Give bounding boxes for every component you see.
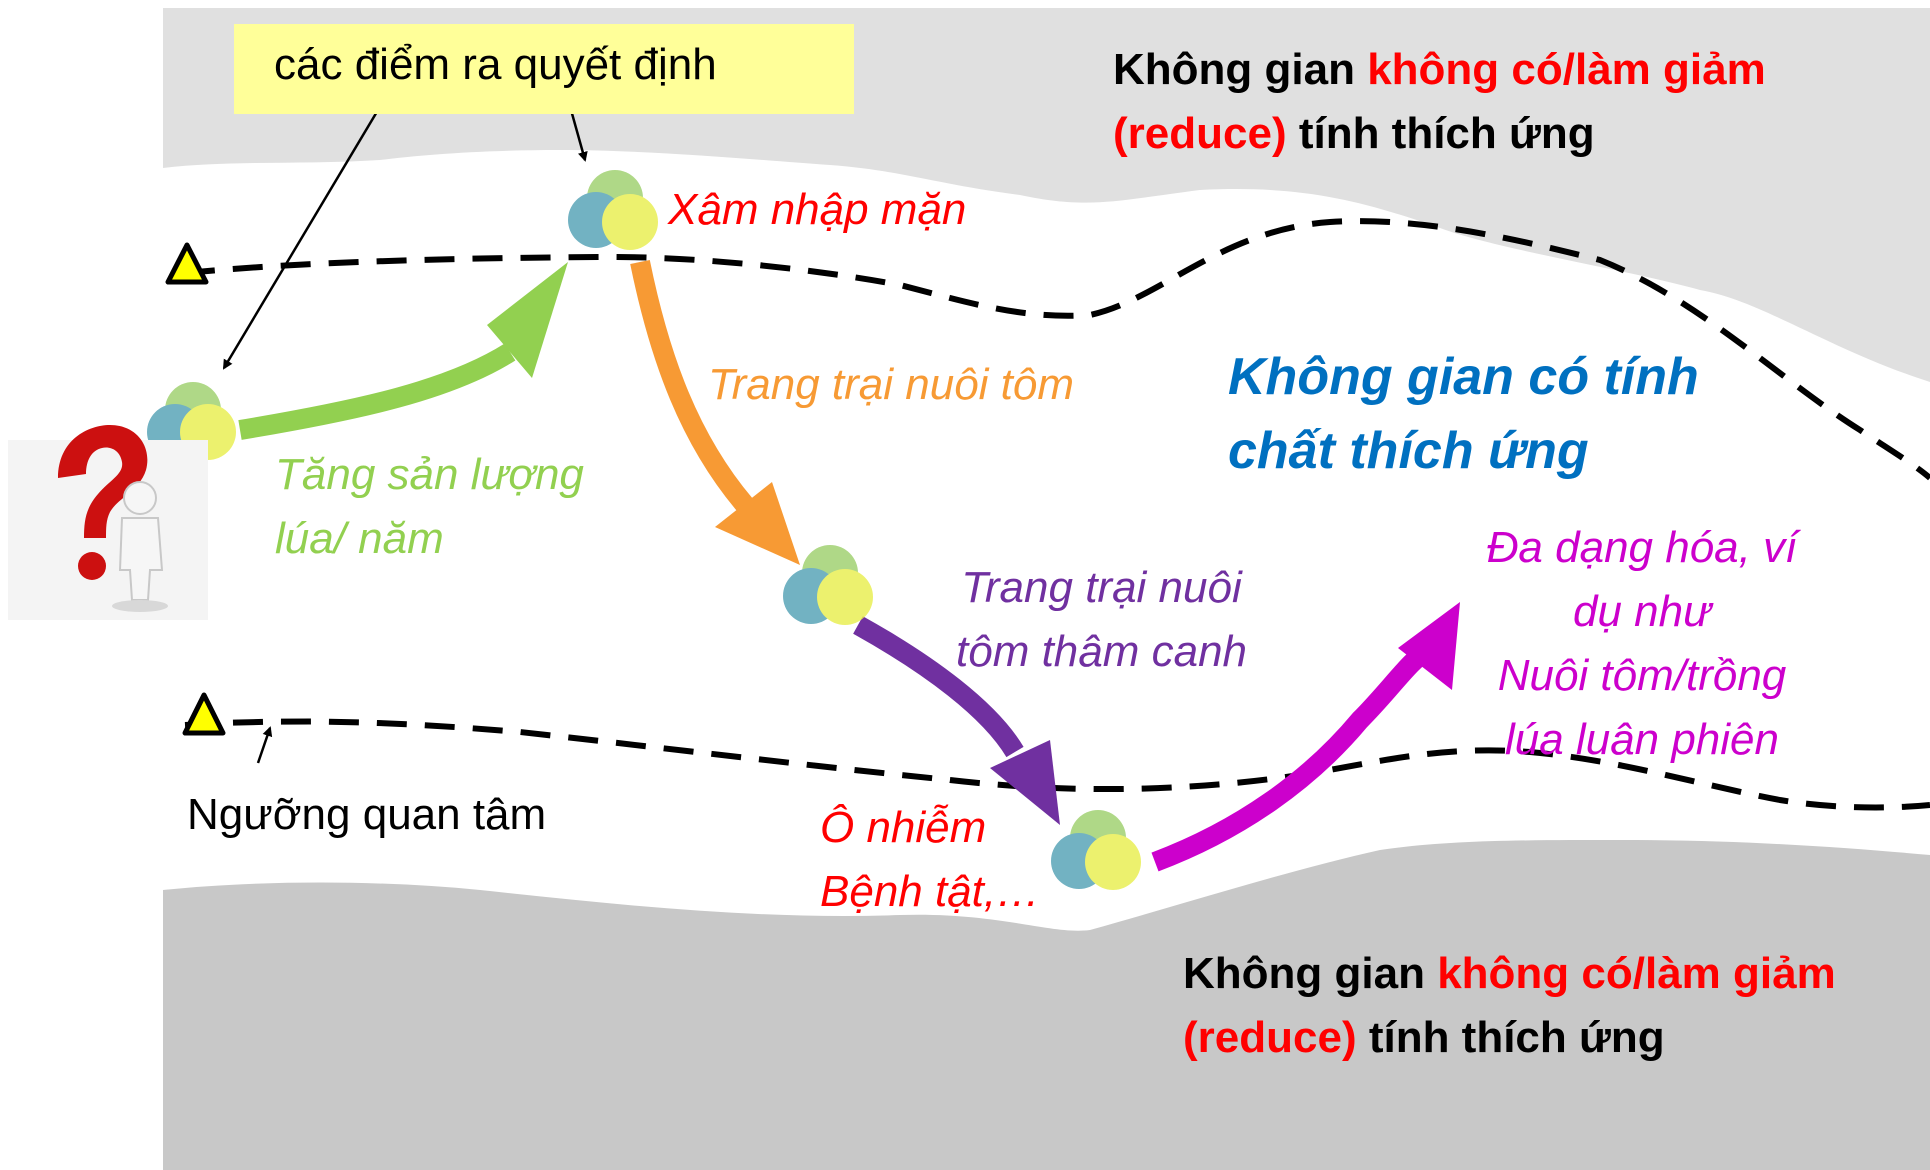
decision-points-callout: các điểm ra quyết định: [234, 24, 854, 114]
bottom-region-label: Không gian không có/làm giảm (reduce) tí…: [1183, 942, 1836, 1070]
bottom-non-adaptive-region: [163, 840, 1930, 1170]
bottom-region-reduce: (reduce): [1183, 1013, 1357, 1062]
pathway-arrow-rice: [238, 343, 516, 440]
bottom-region-suffix: tính thích ứng: [1356, 1013, 1665, 1062]
threshold-label: Ngưỡng quan tâm: [187, 790, 547, 839]
top-region-reduce: (reduce): [1113, 109, 1287, 158]
pathway-arrowhead-shrimp: [715, 482, 800, 565]
callout-label: các điểm ra quyết định: [274, 40, 717, 89]
adaptive-space-label: Không gian có tính chất thích ứng: [1228, 340, 1699, 488]
top-region-suffix: tính thích ứng: [1286, 109, 1595, 158]
warning-triangle-icon: [182, 692, 226, 736]
pathway-arrowhead-rice: [487, 262, 568, 378]
pathway-arrow-shrimp: [630, 259, 753, 512]
upper-threshold-line: [184, 218, 1930, 481]
threshold-pointer: [256, 726, 273, 764]
warning-triangle-icon: [165, 242, 209, 285]
top-region-highlight: không có/làm giảm: [1367, 45, 1766, 94]
pathway-label-shrimp: Trang trại nuôi tôm: [708, 360, 1075, 409]
top-region-prefix: Không gian: [1113, 45, 1368, 94]
pathway-label-intensive: Trang trại nuôi tôm thâm canh: [956, 563, 1248, 676]
venn-circles-icon: [147, 382, 236, 460]
pathway-label-diversify: Đa dạng hóa, ví dụ như Nuôi tôm/trồng lú…: [1486, 523, 1798, 764]
pathway-arrow-intensive: [853, 616, 1024, 758]
venn-circles-icon: [783, 545, 873, 625]
pathway-label-rice: Tăng sản lượng lúa/ năm: [275, 450, 584, 563]
callout-pointer: [222, 109, 380, 370]
pathway-label-salinity: Xâm nhập mặn: [668, 185, 967, 234]
bottom-region-prefix: Không gian: [1183, 949, 1438, 998]
pathway-arrowhead-intensive: [990, 740, 1060, 825]
venn-circles-icon: [1051, 810, 1141, 890]
pathway-arrow-diversify: [1151, 641, 1434, 872]
adaptive-space-line2: chất thích ứng: [1228, 422, 1589, 480]
top-region-label: Không gian không có/làm giảm (reduce) tí…: [1113, 38, 1766, 166]
lower-threshold-line: [184, 718, 1930, 811]
bottom-region-highlight: không có/làm giảm: [1437, 949, 1836, 998]
pathway-arrowhead-diversify: [1398, 602, 1460, 690]
question-figure-icon: [8, 425, 208, 620]
pathway-label-pollution: Ô nhiễm Bệnh tật,…: [820, 803, 1041, 916]
venn-circles-icon: [568, 170, 658, 250]
adaptive-space-line1: Không gian có tính: [1228, 348, 1699, 406]
